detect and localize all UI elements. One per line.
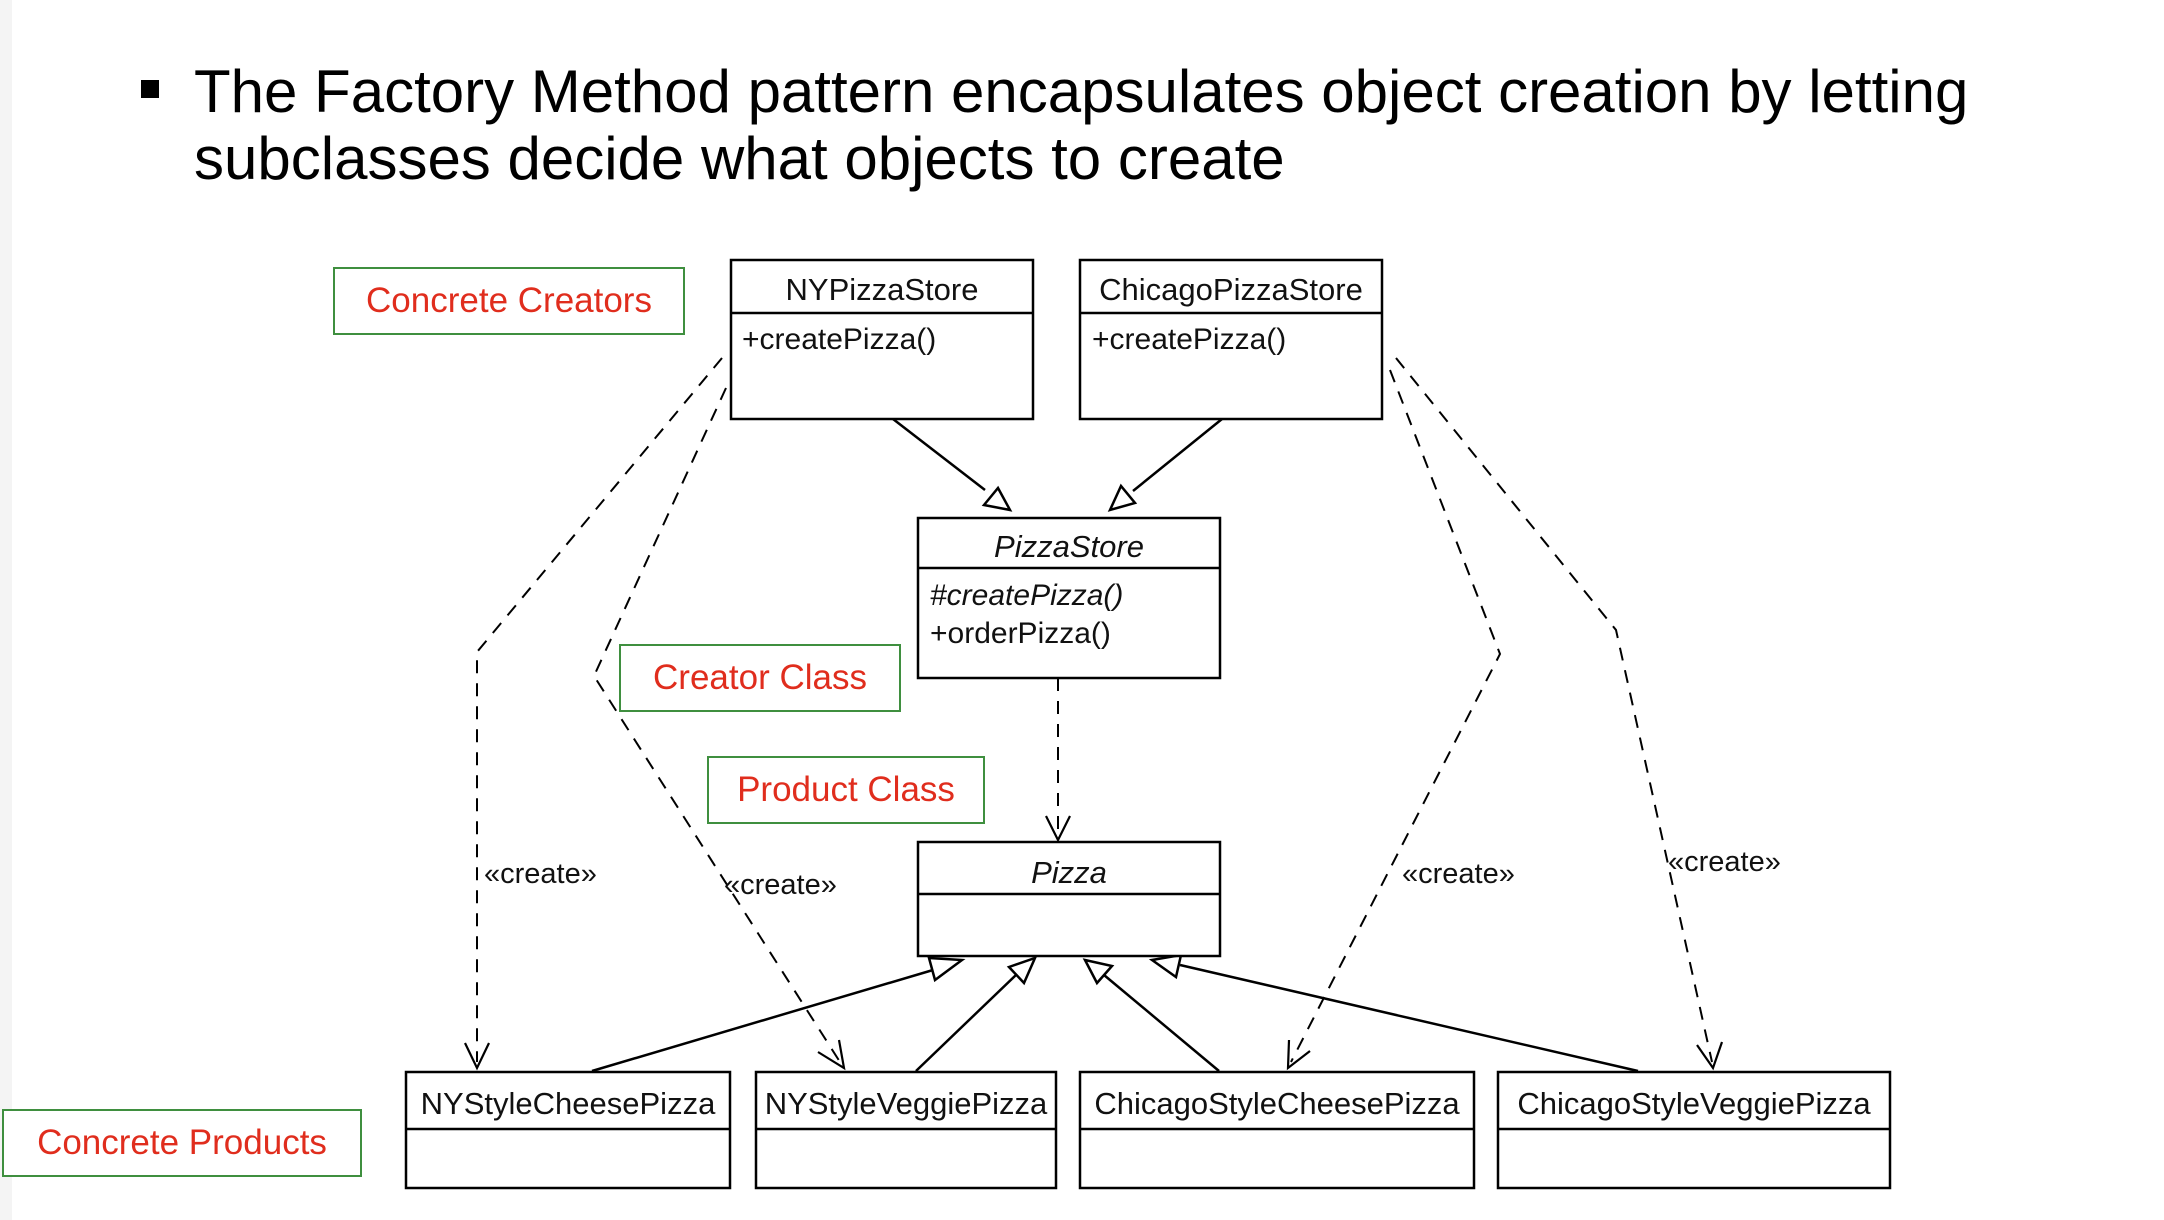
inherit-arrowhead-ny-veggie — [1006, 955, 1038, 986]
class-method-order: +orderPizza() — [930, 617, 1111, 650]
slide-heading: The Factory Method pattern encapsulates … — [194, 58, 2094, 192]
inherit-ny-veggie — [915, 973, 1018, 1072]
inherit-arrowhead-chicago-cheese — [1082, 958, 1115, 986]
create-label-2: «create» — [724, 869, 837, 901]
inherit-ny-cheese — [591, 968, 934, 1073]
class-name: Pizza — [1031, 855, 1107, 890]
heading-line-2: subclasses decide what objects to create — [194, 125, 1285, 192]
dep-arrowhead-chicago-cheese — [1286, 1039, 1311, 1071]
dep-arrowhead-ny-veggie — [817, 1039, 846, 1071]
callout-concrete-products: Concrete Products — [2, 1109, 362, 1177]
inherit-arrowhead-ny-cheese — [927, 956, 966, 983]
inherit-arrowhead-ny-store — [981, 485, 1013, 512]
class-name: ChicagoPizzaStore — [1099, 272, 1363, 307]
dep-arrowhead-chicago-veggie — [1696, 1041, 1724, 1071]
heading-line-1: The Factory Method pattern encapsulates … — [194, 58, 1969, 125]
class-name: PizzaStore — [994, 529, 1144, 564]
class-chicago-pizza-store: ChicagoPizzaStore +createPizza() — [1078, 258, 1384, 421]
class-ny-style-veggie-pizza: NYStyleVeggiePizza — [754, 1070, 1058, 1190]
create-label-3: «create» — [1402, 858, 1515, 890]
class-method-create: #createPizza() — [930, 579, 1123, 612]
create-label-1: «create» — [484, 858, 597, 890]
class-ny-pizza-store: NYPizzaStore +createPizza() — [729, 258, 1035, 421]
callout-concrete-creators: Concrete Creators — [333, 267, 685, 335]
class-method: +createPizza() — [1092, 323, 1286, 356]
inherit-ny-store — [892, 418, 986, 491]
dep-ny-store-to-ny-cheese — [476, 357, 723, 1062]
class-name: ChicagoStyleVeggiePizza — [1517, 1086, 1871, 1121]
inherit-chicago-store — [1132, 418, 1223, 492]
class-ny-style-cheese-pizza: NYStyleCheesePizza — [404, 1070, 732, 1190]
inherit-chicago-veggie — [1179, 963, 1639, 1073]
inheritance-edges — [591, 418, 1639, 1073]
class-pizza-store: PizzaStore #createPizza() +orderPizza() — [916, 516, 1222, 680]
dep-ny-store-to-ny-veggie — [592, 387, 841, 1063]
class-chicago-style-cheese-pizza: ChicagoStyleCheesePizza — [1078, 1070, 1476, 1190]
create-label-4: «create» — [1668, 846, 1781, 878]
class-name: NYStyleCheesePizza — [421, 1086, 716, 1121]
inherit-arrowhead-chicago-veggie — [1148, 953, 1183, 980]
left-edge-shade — [0, 0, 12, 1220]
callout-creator-class: Creator Class — [619, 644, 901, 712]
inherit-chicago-cheese — [1103, 974, 1220, 1072]
class-pizza: Pizza — [916, 840, 1222, 958]
class-chicago-style-veggie-pizza: ChicagoStyleVeggiePizza — [1496, 1070, 1892, 1190]
callout-product-class: Product Class — [707, 756, 985, 824]
class-name: ChicagoStyleCheesePizza — [1094, 1086, 1460, 1121]
dep-chicago-store-to-chicago-veggie — [1395, 357, 1713, 1063]
class-name: NYPizzaStore — [786, 272, 979, 307]
class-name: NYStyleVeggiePizza — [765, 1086, 1048, 1121]
dep-arrowhead-ny-cheese — [464, 1042, 490, 1071]
dependency-edges — [464, 357, 1724, 1071]
bullet-marker — [141, 80, 159, 98]
dep-arrowhead-pizza — [1045, 815, 1071, 843]
class-method: +createPizza() — [742, 323, 936, 356]
inherit-arrowhead-chicago-store — [1107, 483, 1138, 512]
dep-chicago-store-to-chicago-cheese — [1290, 369, 1502, 1063]
